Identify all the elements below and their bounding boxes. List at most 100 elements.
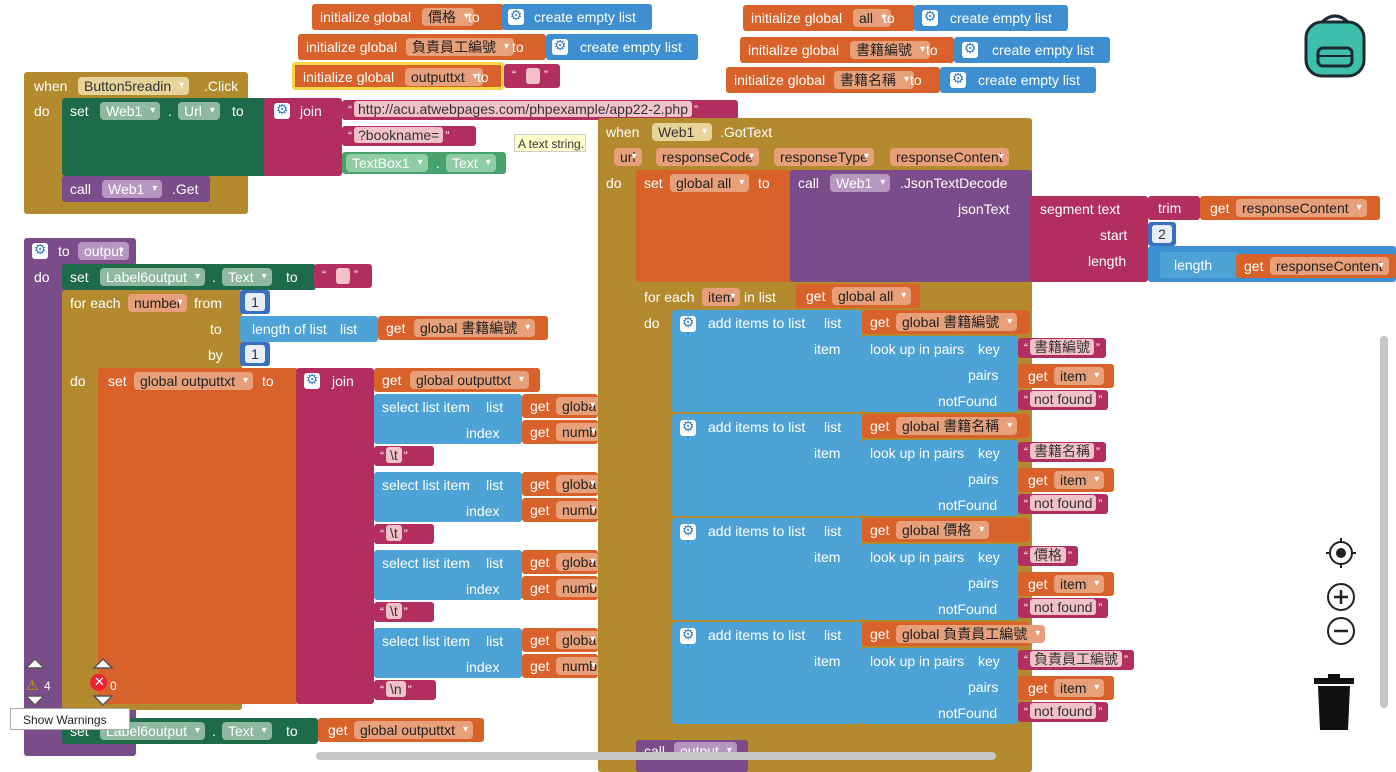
- variable-dropdown[interactable]: global 書籍編號: [414, 319, 536, 337]
- warning-prev-arrow[interactable]: [24, 656, 46, 670]
- by-value[interactable]: 1: [245, 345, 265, 363]
- zoom-out-icon[interactable]: [1326, 616, 1356, 646]
- join-block[interactable]: join: [296, 368, 374, 704]
- web-dropdown[interactable]: Web1: [830, 174, 891, 192]
- variable-dropdown[interactable]: responseContent: [1236, 199, 1367, 217]
- property-dropdown[interactable]: Url: [178, 102, 220, 120]
- var-name[interactable]: outputtxt: [405, 68, 483, 86]
- param-responsecode[interactable]: responseCode: [656, 148, 760, 166]
- key-string[interactable]: 負責員工編號: [1030, 651, 1122, 667]
- notfound-text-block[interactable]: “not found”: [1018, 598, 1109, 618]
- variable-dropdown[interactable]: global 書籍名稱: [896, 417, 1018, 435]
- show-warnings-button[interactable]: Show Warnings: [10, 708, 130, 730]
- variable-dropdown[interactable]: globa: [556, 475, 601, 493]
- gear-icon[interactable]: [508, 7, 524, 25]
- variable-dropdown[interactable]: global 書籍編號: [896, 313, 1018, 331]
- notfound-text-block[interactable]: “not found”: [1018, 390, 1109, 410]
- horizontal-scrollbar[interactable]: [316, 752, 996, 760]
- tab-text-block[interactable]: “\t”: [374, 524, 434, 544]
- length-of-list-block[interactable]: length of list list: [240, 316, 378, 342]
- variable-dropdown[interactable]: numb: [556, 501, 602, 519]
- variable-dropdown[interactable]: global all: [670, 174, 750, 192]
- error-next-arrow[interactable]: [92, 694, 114, 708]
- var-name[interactable]: 書籍名稱: [834, 71, 914, 89]
- gear-icon[interactable]: [32, 241, 48, 259]
- gear-icon[interactable]: [680, 314, 696, 332]
- set-global-all-block[interactable]: set global all to: [636, 170, 792, 282]
- get-global-outputtxt-block[interactable]: get global outputtxt: [374, 368, 540, 392]
- key-string[interactable]: 書籍名稱: [1030, 443, 1094, 459]
- get-global-all-block[interactable]: get global all: [796, 284, 920, 308]
- newline-text-block[interactable]: “\n”: [374, 680, 436, 700]
- gear-icon[interactable]: [680, 626, 696, 644]
- gear-icon[interactable]: [680, 418, 696, 436]
- set-global-outputtxt-block[interactable]: set global outputtxt to: [98, 368, 298, 704]
- loop-variable[interactable]: number: [128, 294, 188, 312]
- tab-text-block[interactable]: “\t”: [374, 446, 434, 466]
- label-dropdown[interactable]: Label6output: [100, 268, 205, 286]
- textbox-text-getter[interactable]: TextBox1 . Text: [342, 152, 506, 174]
- key-text-block[interactable]: “書籍編號”: [1018, 338, 1106, 358]
- empty-string-field[interactable]: [526, 68, 540, 84]
- component-dropdown[interactable]: Button5readin: [78, 77, 190, 95]
- select-list-item-block-4[interactable]: select list item list index: [374, 628, 522, 678]
- get-global-bookid-block[interactable]: get global 書籍編號: [378, 316, 548, 340]
- variable-dropdown[interactable]: global outputtxt: [410, 371, 529, 389]
- init-global-price-block[interactable]: initialize global 價格 to: [312, 4, 504, 30]
- notfound-string[interactable]: not found: [1030, 703, 1097, 719]
- variable-dropdown[interactable]: globa: [556, 397, 601, 415]
- key-text-block[interactable]: “價格”: [1018, 546, 1078, 566]
- key-text-block[interactable]: “負責員工編號”: [1018, 650, 1134, 670]
- number-block[interactable]: 1: [240, 290, 270, 314]
- init-global-outputtxt-block[interactable]: initialize global outputtxt to: [292, 62, 504, 90]
- init-global-bookid-block[interactable]: initialize global 書籍編號 to: [740, 37, 954, 63]
- gear-icon[interactable]: [552, 37, 568, 55]
- key-text-block[interactable]: “書籍名稱”: [1018, 442, 1106, 462]
- component-dropdown[interactable]: Web1: [652, 123, 713, 141]
- empty-text-block[interactable]: “ ”: [314, 264, 372, 288]
- url-string[interactable]: http://acu.atwebpages.com/phpexample/app…: [354, 101, 693, 117]
- variable-dropdown[interactable]: item: [1054, 367, 1105, 385]
- gear-icon[interactable]: [922, 8, 938, 26]
- tab-string[interactable]: \t: [386, 603, 402, 619]
- zoom-in-icon[interactable]: [1326, 582, 1356, 612]
- empty-text-block[interactable]: “ ”: [504, 64, 560, 88]
- set-label-text-block[interactable]: set Label6output . Text to: [62, 264, 316, 290]
- set-web-url-block[interactable]: set Web1 . Url to: [62, 98, 268, 176]
- create-empty-list-block[interactable]: create empty list: [914, 5, 1068, 31]
- vertical-scrollbar[interactable]: [1380, 336, 1388, 708]
- web-dropdown[interactable]: Web1: [100, 102, 161, 120]
- param-text-block[interactable]: “?bookname=”: [342, 126, 476, 146]
- tab-text-block[interactable]: “\t”: [374, 602, 434, 622]
- procedure-name[interactable]: output: [78, 242, 129, 260]
- variable-dropdown[interactable]: numb: [556, 423, 602, 441]
- tab-string[interactable]: \t: [386, 447, 402, 463]
- variable-dropdown[interactable]: responseContent: [1270, 257, 1389, 275]
- notfound-text-block[interactable]: “not found”: [1018, 494, 1109, 514]
- join-block[interactable]: join: [264, 98, 342, 176]
- param-url[interactable]: url: [614, 148, 642, 166]
- init-global-all-block[interactable]: initialize global all to: [743, 5, 915, 31]
- text-property-dropdown[interactable]: Text: [446, 154, 496, 172]
- empty-string-field[interactable]: [336, 268, 350, 284]
- property-dropdown[interactable]: Text: [222, 722, 272, 740]
- param-string[interactable]: ?bookname=: [354, 127, 444, 143]
